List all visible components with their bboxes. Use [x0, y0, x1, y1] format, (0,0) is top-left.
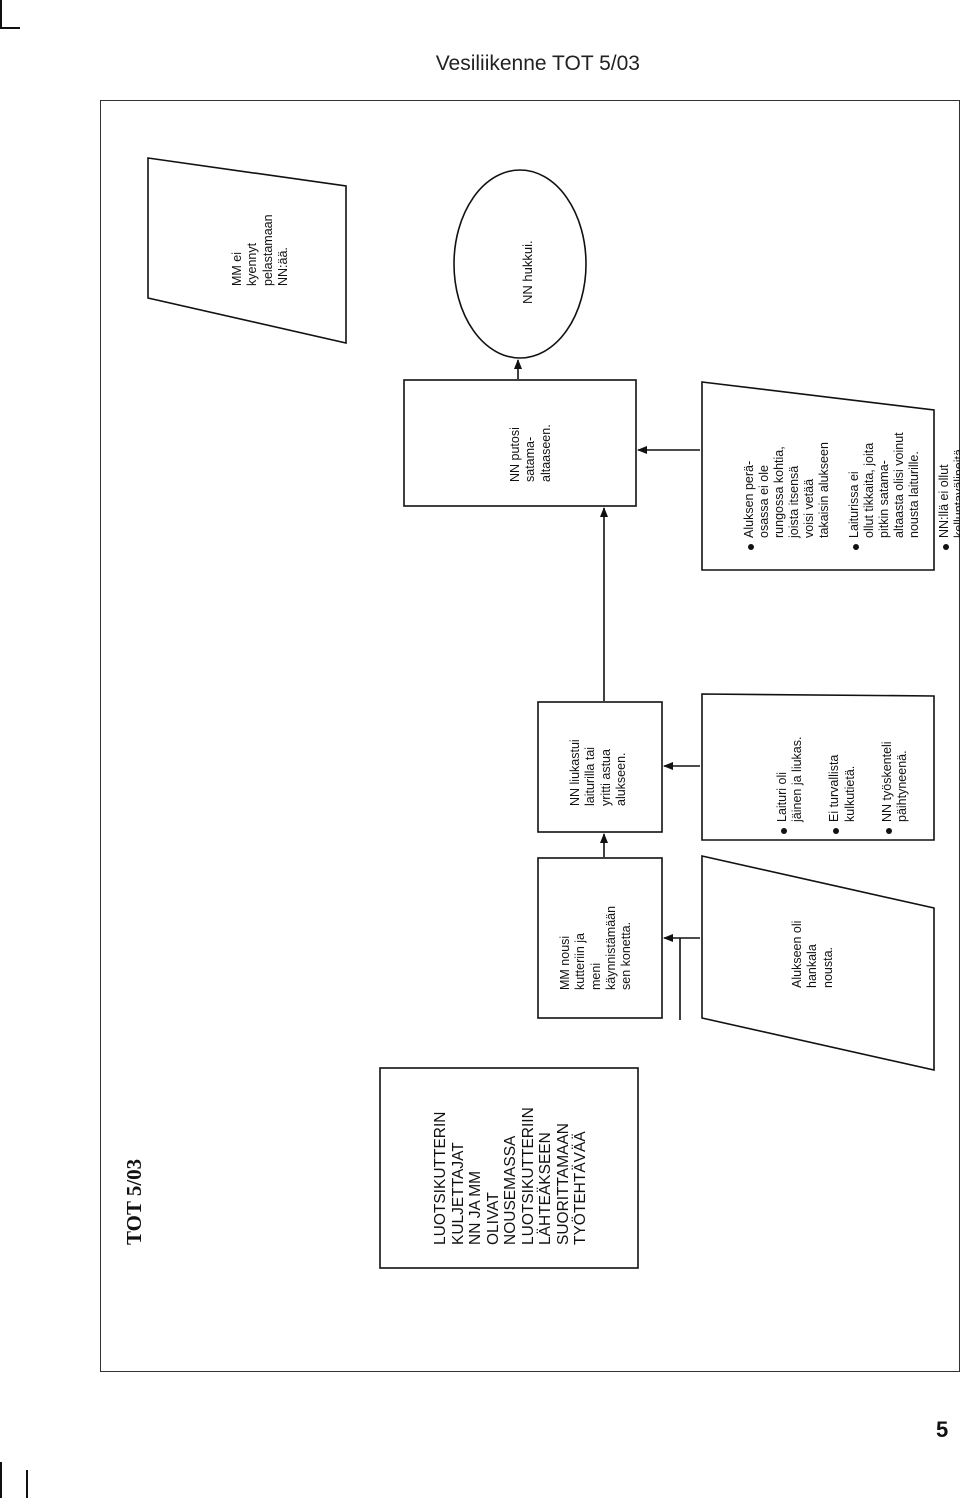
- factor-1-kulkutie: Ei turvallista kulkutietä.: [827, 737, 858, 836]
- nn-putosi-text: NN putosi satama- altaaseen.: [508, 424, 553, 482]
- factors-1-shape: [701, 693, 935, 841]
- page-header-title: Vesiliikenne TOT 5/03: [435, 52, 640, 75]
- crop-mark-bottom-left-vertical: [0, 1462, 2, 1498]
- mm-nousi-text: MM nousi kutteriin ja meni käynnistämään…: [558, 905, 633, 990]
- page-number: 5: [936, 1417, 949, 1442]
- crop-mark-top-left-horizontal: [0, 27, 20, 29]
- nn-hukkui-text: NN hukkui.: [520, 240, 535, 304]
- factor-1-paihtyneena: NN työskenteli päihtyneenä.: [880, 737, 911, 836]
- diagram-heading: TOT 5/03: [122, 1158, 146, 1245]
- nn-liukastui-text: NN liukastui laiturilla tai yritti astua…: [568, 739, 628, 806]
- factors-2-list: Aluksen perä- osassa ei ole rungossa koh…: [712, 432, 960, 552]
- crop-mark-bottom-left-vertical-2: [26, 1470, 28, 1498]
- nn-putosi-box: [403, 379, 637, 507]
- arrow-hankala-to-mm: [663, 934, 700, 1020]
- factor-2-runko: Aluksen perä- osassa ei ole rungossa koh…: [742, 432, 832, 552]
- nn-hukkui-ellipse: [453, 169, 587, 359]
- mm-nousi-box: [537, 857, 663, 1019]
- factor-2-kelluntavalineet: NN:llä ei ollut kelluntavälineitä.: [937, 432, 960, 552]
- mm-ei-kyennyt-shape: [147, 157, 347, 345]
- alukseen-hankala-text: Alukseen oli hankala nousta.: [790, 920, 835, 988]
- start-box: [379, 1067, 639, 1269]
- factor-2-tikkaat: Laiturissa ei ollut tikkaita, joita pitk…: [847, 432, 922, 552]
- crop-mark-top-left-vertical: [0, 0, 2, 28]
- nn-liukastui-box: [537, 701, 663, 833]
- mm-ei-kyennyt-text: MM ei kyennyt pelastamaan NN:ää.: [230, 214, 290, 286]
- start-box-text: LUOTSIKUTTERIN KULJETTAJAT NN JA MM OLIV…: [432, 1107, 589, 1245]
- factors-1-list: Laituri oli jäinen ja liukas. Ei turvall…: [744, 737, 948, 836]
- alukseen-hankala-shape: [701, 855, 935, 1071]
- factor-1-laituri: Laituri oli jäinen ja liukas.: [775, 737, 806, 836]
